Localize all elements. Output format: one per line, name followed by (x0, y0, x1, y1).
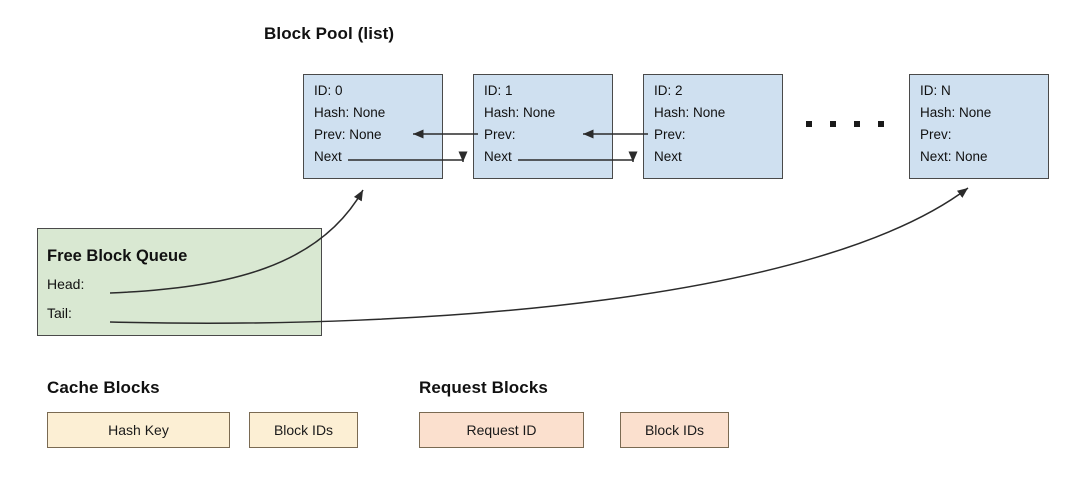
pool-block-2: ID: 2 Hash: None Prev: Next (643, 74, 783, 179)
block-n-next: Next: None (920, 149, 988, 164)
cache-block-field-block-ids: Block IDs (249, 412, 358, 448)
free-block-queue-tail-label: Tail: (47, 305, 72, 321)
pool-block-n: ID: N Hash: None Prev: Next: None (909, 74, 1049, 179)
pool-block-1: ID: 1 Hash: None Prev: Next (473, 74, 613, 179)
block-2-id: ID: 2 (654, 83, 683, 98)
block-0-prev: Prev: None (314, 127, 382, 142)
ellipsis-dots-icon (806, 121, 886, 131)
request-blocks-title: Request Blocks (419, 378, 548, 397)
block-n-hash: Hash: None (920, 105, 992, 120)
free-block-queue-box: Free Block Queue Head: Tail: (37, 228, 322, 336)
ellipsis-dot (806, 121, 812, 127)
ellipsis-dot (854, 121, 860, 127)
cache-block-field-hash-key: Hash Key (47, 412, 230, 448)
ellipsis-dot (878, 121, 884, 127)
pool-block-0: ID: 0 Hash: None Prev: None Next (303, 74, 443, 179)
block-1-id: ID: 1 (484, 83, 513, 98)
block-pool-title: Block Pool (list) (264, 24, 395, 43)
free-block-queue-title: Free Block Queue (47, 247, 188, 265)
cache-blocks-title: Cache Blocks (47, 378, 160, 397)
block-0-hash: Hash: None (314, 105, 386, 120)
free-block-queue-head-label: Head: (47, 276, 85, 292)
block-n-id: ID: N (920, 83, 951, 98)
block-1-prev: Prev: (484, 127, 516, 142)
request-block-field-request-id: Request ID (419, 412, 584, 448)
block-0-next: Next (314, 149, 342, 164)
block-2-hash: Hash: None (654, 105, 726, 120)
block-0-id: ID: 0 (314, 83, 343, 98)
block-n-prev: Prev: (920, 127, 952, 142)
block-1-next: Next (484, 149, 512, 164)
ellipsis-dot (830, 121, 836, 127)
block-2-next: Next (654, 149, 682, 164)
request-block-field-block-ids: Block IDs (620, 412, 729, 448)
block-2-prev: Prev: (654, 127, 686, 142)
block-1-hash: Hash: None (484, 105, 556, 120)
